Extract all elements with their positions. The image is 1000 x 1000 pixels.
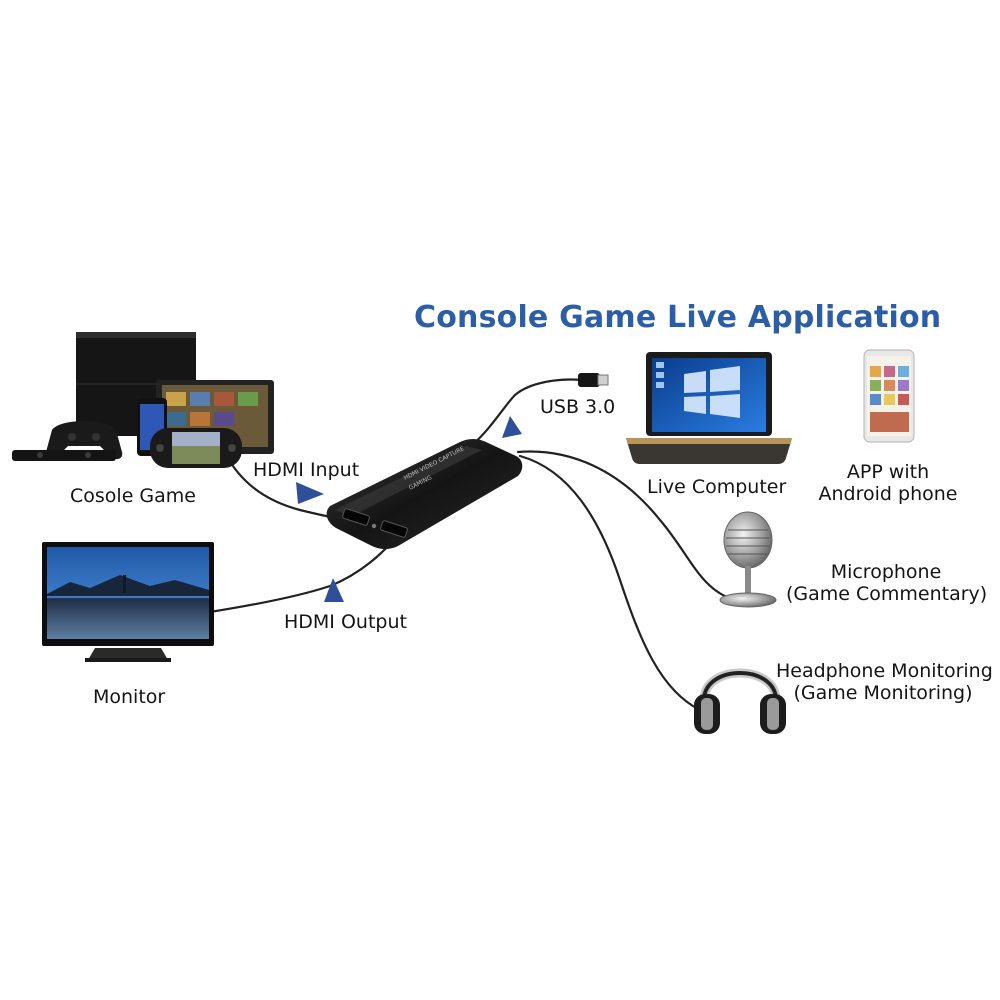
microphone-icon [719, 511, 777, 608]
console-game-label: Cosole Game [70, 485, 196, 507]
live-computer-label: Live Computer [647, 476, 787, 498]
microphone-cable [516, 450, 737, 602]
headphones-icon [694, 668, 786, 734]
capture-device-icon: HDMI VIDEO CAPTURE GAMING [326, 439, 523, 549]
flow-arrows [296, 416, 522, 602]
laptop-icon [626, 352, 792, 464]
console-icon [12, 332, 274, 468]
monitor-icon [42, 542, 214, 662]
diagram-title: Console Game Live Application [414, 300, 942, 335]
microphone-label-line2: (Game Commentary) [786, 583, 988, 605]
headphone-label-line2: (Game Monitoring) [793, 682, 973, 704]
microphone-label-line1: Microphone [830, 561, 942, 583]
usb-cable [470, 378, 584, 447]
hdmi-output-arrow [324, 578, 344, 602]
monitor-label: Monitor [93, 686, 166, 708]
headphone-label-line1: Headphone Monitoring [776, 660, 993, 682]
hdmi-output-label: HDMI Output [284, 611, 407, 633]
app-label-line1: APP with [846, 461, 930, 483]
microphone-label: Microphone (Game Commentary) [786, 561, 988, 605]
phone-icon [863, 349, 915, 443]
hdmi-input-label: HDMI Input [253, 459, 360, 481]
headphone-cable [518, 454, 702, 712]
headphone-label: Headphone Monitoring (Game Monitoring) [776, 660, 993, 704]
app-label-line2: Android phone [818, 483, 958, 505]
usb-label: USB 3.0 [540, 396, 616, 418]
usb-plug-icon [578, 373, 609, 387]
hdmi-input-arrow [296, 482, 324, 504]
usb-arrow [502, 416, 522, 438]
app-android-label: APP with Android phone [818, 461, 958, 505]
hdmi-output-cable [208, 534, 398, 614]
